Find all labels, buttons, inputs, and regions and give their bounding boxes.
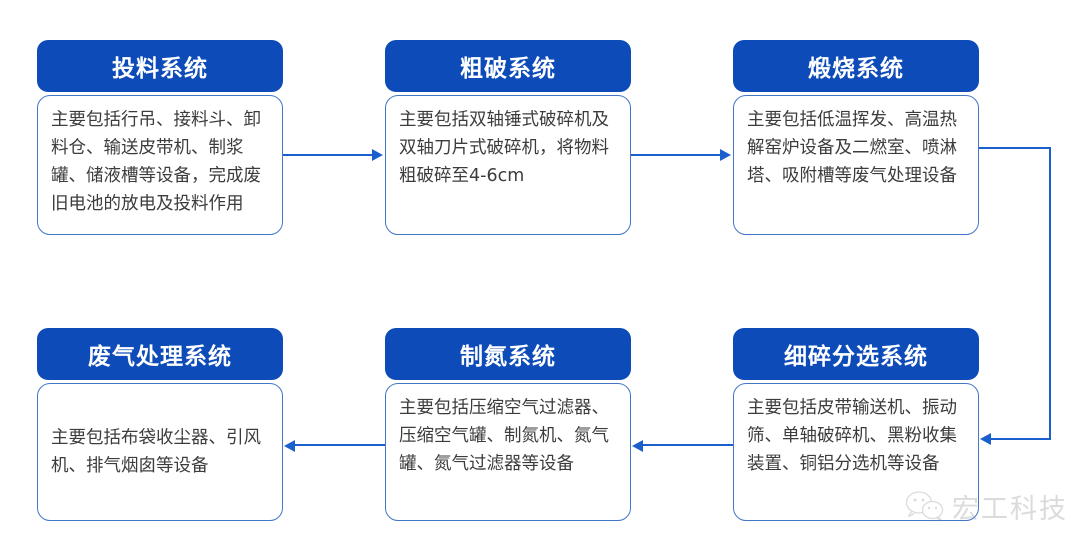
node-coarse-crushing-title: 粗破系统: [385, 40, 631, 92]
node-exhaust-gas-treatment[interactable]: 废气处理系统 主要包括布袋收尘器、引风机、排气烟囱等设备: [37, 328, 283, 521]
arrowhead-fine-crushing-to-nitrogen: [632, 439, 643, 452]
node-fine-crushing-sorting-description: 主要包括皮带输送机、振动筛、单轴破碎机、黑粉收集装置、铜铝分选机等设备: [733, 383, 979, 521]
node-nitrogen-generation-description: 主要包括压缩空气过滤器、压缩空气罐、制氮机、氮气罐、氮气过滤器等设备: [385, 383, 631, 521]
arrowhead-calcination-to-fine-crushing: [980, 433, 991, 445]
connector-calcination-right-segment: [979, 147, 1051, 150]
node-nitrogen-generation-title: 制氮系统: [385, 328, 631, 380]
node-calcination-description: 主要包括低温挥发、高温热解窑炉设备及二燃室、喷淋塔、吸附槽等废气处理设备: [733, 95, 979, 235]
connector-calcination-down-segment: [1048, 147, 1051, 440]
connector-feeding-to-coarse-crushing: [283, 154, 373, 157]
connector-fine-crushing-to-nitrogen: [643, 444, 733, 447]
node-feeding-title: 投料系统: [37, 40, 283, 92]
node-exhaust-gas-treatment-title: 废气处理系统: [37, 328, 283, 380]
node-fine-crushing-sorting-title: 细碎分选系统: [733, 328, 979, 380]
connector-coarse-crushing-to-calcination: [631, 154, 721, 157]
connector-nitrogen-to-exhaust-gas: [295, 444, 385, 447]
node-exhaust-gas-treatment-description: 主要包括布袋收尘器、引风机、排气烟囱等设备: [37, 383, 283, 521]
node-calcination[interactable]: 煅烧系统 主要包括低温挥发、高温热解窑炉设备及二燃室、喷淋塔、吸附槽等废气处理设…: [733, 40, 979, 235]
node-coarse-crushing-description: 主要包括双轴锤式破碎机及双轴刀片式破碎机，将物料粗破碎至4-6cm: [385, 95, 631, 235]
node-fine-crushing-sorting[interactable]: 细碎分选系统 主要包括皮带输送机、振动筛、单轴破碎机、黑粉收集装置、铜铝分选机等…: [733, 328, 979, 521]
node-nitrogen-generation[interactable]: 制氮系统 主要包括压缩空气过滤器、压缩空气罐、制氮机、氮气罐、氮气过滤器等设备: [385, 328, 631, 521]
node-feeding[interactable]: 投料系统 主要包括行吊、接料斗、卸料仓、输送皮带机、制浆罐、储液槽等设备，完成废…: [37, 40, 283, 235]
arrowhead-nitrogen-to-exhaust-gas: [284, 439, 295, 452]
connector-calcination-to-fine-crushing-segment: [990, 437, 1049, 440]
node-calcination-title: 煅烧系统: [733, 40, 979, 92]
node-coarse-crushing[interactable]: 粗破系统 主要包括双轴锤式破碎机及双轴刀片式破碎机，将物料粗破碎至4-6cm: [385, 40, 631, 235]
arrowhead-coarse-crushing-to-calcination: [720, 148, 731, 161]
node-feeding-description: 主要包括行吊、接料斗、卸料仓、输送皮带机、制浆罐、储液槽等设备，完成废旧电池的放…: [37, 95, 283, 235]
arrowhead-feeding-to-coarse-crushing: [372, 148, 383, 161]
